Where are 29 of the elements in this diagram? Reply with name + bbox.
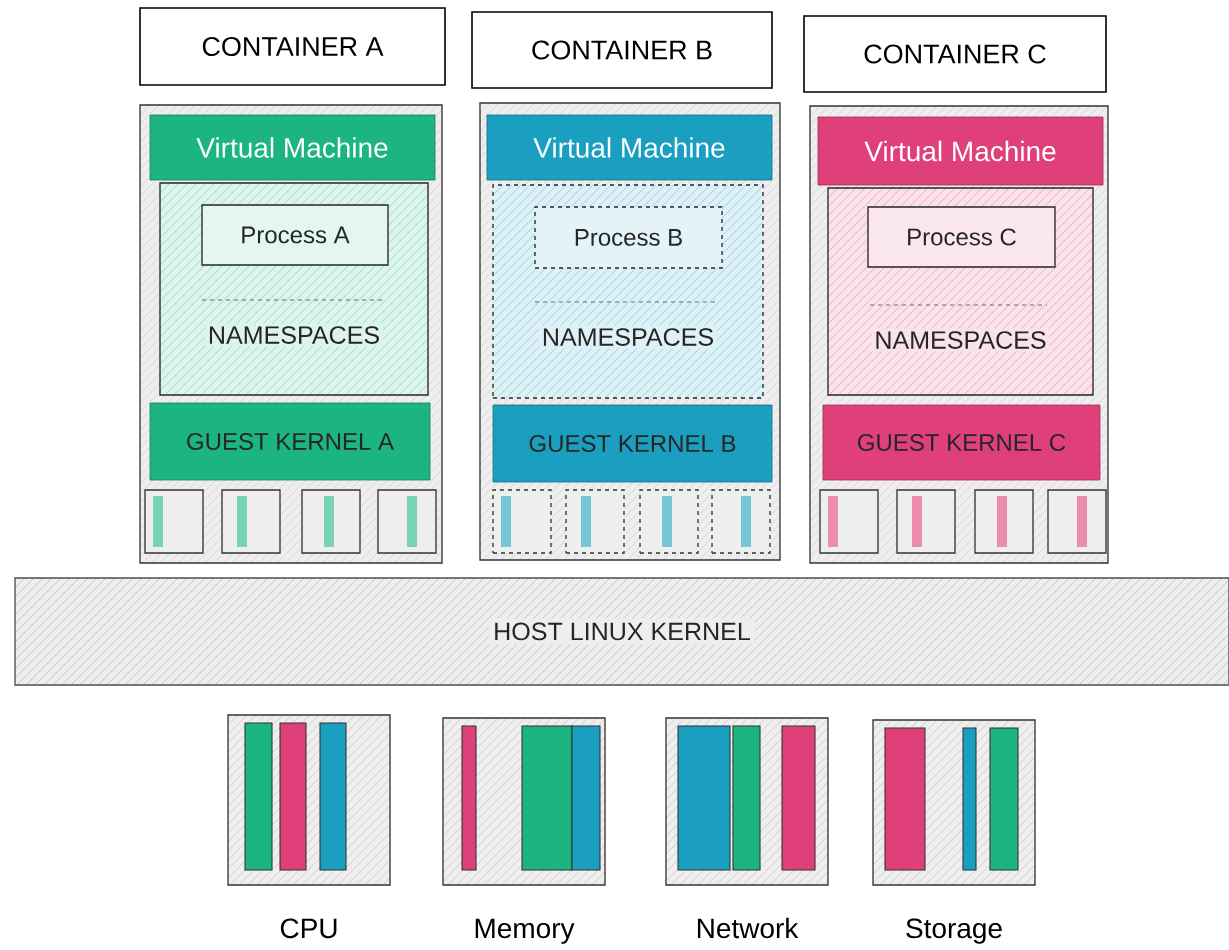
- slot-box: [492, 489, 552, 554]
- slot-box: [1047, 489, 1107, 554]
- slot-box: [301, 489, 361, 554]
- slot-box: [565, 489, 625, 554]
- resource-label: Memory: [475, 918, 575, 944]
- slot-box: [377, 489, 437, 554]
- slot-box: [711, 489, 771, 554]
- resource-label: Storage: [906, 918, 1002, 944]
- resource-label: CPU: [280, 918, 337, 939]
- process-box: Process A: [201, 204, 389, 266]
- slot-box: [974, 489, 1034, 554]
- title-box: CONTAINER C: [803, 15, 1107, 93]
- title-box: CONTAINER A: [139, 7, 446, 86]
- slot-box: [144, 489, 204, 554]
- vm-bar: Virtual Machine: [486, 114, 773, 181]
- process-box: Process C: [867, 206, 1056, 268]
- slot-box: [896, 489, 956, 554]
- slot-box: [639, 489, 699, 554]
- kernel-bar: GUEST KERNEL B: [492, 404, 773, 483]
- kernel-bar: GUEST KERNEL C: [822, 404, 1101, 481]
- slot-box: [819, 489, 879, 554]
- kernel-band: HOST LINUX KERNEL: [14, 577, 1229, 686]
- vm-bar: Virtual Machine: [817, 116, 1104, 186]
- kernel-bar: GUEST KERNEL A: [149, 402, 431, 481]
- title-box: CONTAINER B: [471, 11, 773, 89]
- slot-box: [221, 489, 281, 554]
- process-box: Process B: [534, 206, 723, 269]
- resource-label: Network: [697, 917, 799, 939]
- vm-bar: Virtual Machine: [149, 114, 436, 181]
